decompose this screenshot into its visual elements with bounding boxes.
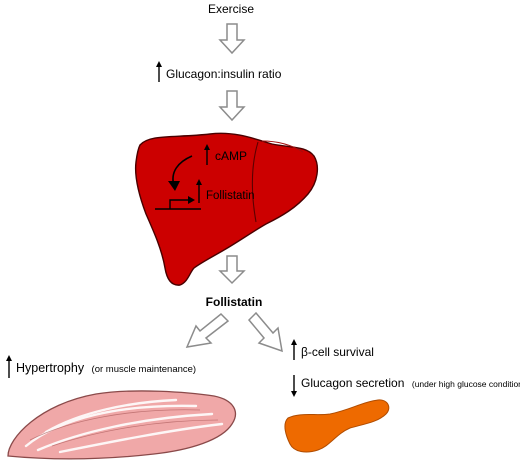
muscle-illustration (7, 390, 237, 460)
liver-illustration (134, 132, 319, 286)
camp-increase-arrow-icon (204, 144, 210, 165)
hypertrophy-main-text: Hypertrophy (16, 361, 85, 375)
hollow-down-arrow-2 (218, 90, 246, 122)
beta-cell-increase-arrow-icon (291, 339, 297, 360)
follistatin-gene-label: Follistatin (206, 190, 255, 202)
glucagon-insulin-ratio-label: Glucagon:insulin ratio (166, 67, 282, 81)
follistatin-increase-arrow-icon (196, 179, 202, 203)
camp-label: cAMP (215, 149, 247, 163)
ratio-increase-arrow-icon (156, 61, 162, 82)
hollow-arrow-to-pancreas (247, 311, 283, 353)
gene-promoter-arrow-icon (155, 196, 201, 210)
glucagon-secretion-main-text: Glucagon secretion (301, 376, 404, 390)
hollow-down-arrow-1 (218, 23, 246, 55)
glucagon-secretion-label: Glucagon secretion (under high glucose c… (301, 374, 520, 391)
exercise-label: Exercise (208, 2, 254, 16)
pancreas-illustration (284, 399, 390, 453)
hypertrophy-note-text: (or muscle maintenance) (92, 364, 197, 375)
feedback-curved-arrow-icon (168, 155, 193, 191)
glucagon-secretion-decrease-arrow-icon (291, 375, 297, 397)
follistatin-label: Follistatin (206, 295, 263, 309)
glucagon-secretion-note-text: (under high glucose conditions) (412, 379, 520, 389)
hypertrophy-label: Hypertrophy (or muscle maintenance) (16, 359, 196, 376)
hypertrophy-increase-arrow-icon (6, 355, 12, 378)
hollow-arrow-to-muscle (185, 312, 230, 348)
beta-cell-survival-label: β-cell survival (301, 345, 374, 359)
hollow-down-arrow-3 (218, 255, 246, 285)
